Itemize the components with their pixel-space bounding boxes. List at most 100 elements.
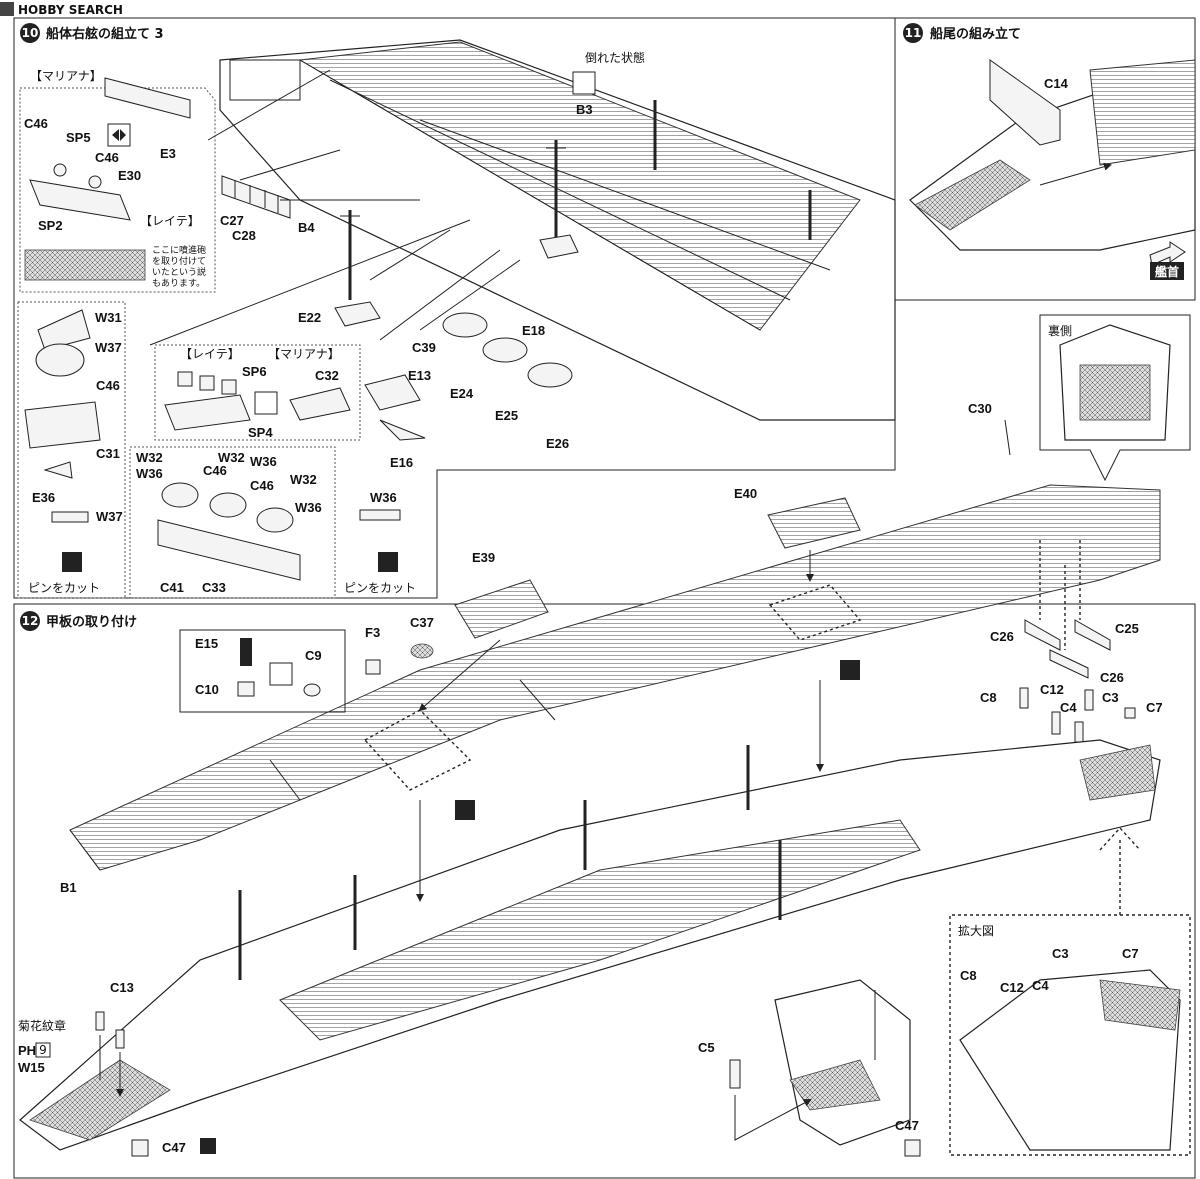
svg-text:9: 9 (39, 1043, 47, 1057)
svg-text:C3: C3 (1102, 690, 1119, 705)
svg-text:SP4: SP4 (248, 425, 273, 440)
step-12-panel: 12 甲板の取り付け 裏側 C30 B1 E39 E40 E15 C9 C10 … (13, 314, 1196, 1179)
svg-text:C12: C12 (1000, 980, 1024, 995)
part-sp2 (29, 179, 131, 221)
svg-text:W32: W32 (136, 450, 163, 465)
svg-text:C47: C47 (162, 1140, 186, 1155)
elevator-e40 (767, 497, 861, 549)
svg-text:C4: C4 (1032, 978, 1049, 993)
svg-text:C47: C47 (895, 1118, 919, 1133)
flip-icon (200, 1138, 216, 1154)
svg-text:E36: E36 (32, 490, 55, 505)
watermark: HOBBY SEARCH (0, 2, 123, 17)
part-c32 (289, 387, 351, 421)
part-c14 (989, 59, 1061, 146)
svg-text:菊花紋章: 菊花紋章 (18, 1018, 66, 1033)
svg-text:船尾の組み立て: 船尾の組み立て (930, 26, 1021, 42)
svg-text:C8: C8 (960, 968, 977, 983)
svg-text:11: 11 (905, 26, 922, 40)
flip-icon (269, 662, 293, 686)
svg-text:PH: PH (18, 1043, 36, 1058)
part-c31 (24, 401, 101, 449)
cut-icon (378, 552, 398, 572)
svg-text:C39: C39 (412, 340, 436, 355)
svg-text:E18: E18 (522, 323, 545, 338)
step-10-title: 船体右舷の組立て 3 (46, 26, 164, 42)
svg-text:W36: W36 (136, 466, 163, 481)
leyte-label: 【レイテ】 (140, 214, 200, 228)
svg-text:C3: C3 (1052, 946, 1069, 961)
part-e16 (379, 419, 426, 441)
svg-text:C27: C27 (220, 213, 244, 228)
svg-text:C9: C9 (305, 648, 322, 663)
svg-text:W37: W37 (95, 340, 122, 355)
svg-text:C7: C7 (1122, 946, 1139, 961)
elevator-opening-aft (363, 709, 472, 791)
svg-text:C14: C14 (1044, 76, 1069, 91)
mast-b4 (334, 210, 381, 327)
part-c27 (221, 175, 291, 219)
part-w31 (37, 309, 91, 351)
svg-text:C28: C28 (232, 228, 256, 243)
svg-text:C10: C10 (195, 682, 219, 697)
svg-text:C12: C12 (1040, 682, 1064, 697)
svg-text:艦首: 艦首 (1155, 264, 1179, 279)
svg-text:E26: E26 (546, 436, 569, 451)
svg-text:【レイテ】: 【レイテ】 (180, 347, 240, 361)
svg-text:W15: W15 (18, 1060, 45, 1075)
svg-text:C46: C46 (96, 378, 120, 393)
svg-text:SP2: SP2 (38, 218, 63, 233)
svg-text:10: 10 (22, 26, 39, 40)
elevator-e39 (454, 579, 549, 639)
svg-text:C30: C30 (968, 401, 992, 416)
svg-text:C46: C46 (24, 116, 48, 131)
svg-text:C46: C46 (250, 478, 274, 493)
svg-text:SP5: SP5 (66, 130, 91, 145)
svg-text:裏側: 裏側 (1048, 323, 1072, 338)
marianas-label: 【マリアナ】 (30, 69, 102, 83)
svg-text:W32: W32 (290, 472, 317, 487)
svg-text:甲板の取り付け: 甲板の取り付け (46, 614, 137, 630)
cut-icon (455, 800, 475, 820)
svg-text:E39: E39 (472, 550, 495, 565)
svg-text:拡大図: 拡大図 (958, 924, 994, 938)
svg-text:F3: F3 (365, 625, 380, 640)
svg-text:C4: C4 (1060, 700, 1077, 715)
aa-gun-group (442, 312, 573, 388)
svg-text:E13: E13 (408, 368, 431, 383)
svg-text:W37: W37 (96, 509, 123, 524)
svg-text:C37: C37 (410, 615, 434, 630)
svg-text:W31: W31 (95, 310, 122, 325)
svg-text:E30: E30 (118, 168, 141, 183)
svg-text:C31: C31 (96, 446, 120, 461)
svg-text:W36: W36 (370, 490, 397, 505)
svg-text:W32: W32 (218, 450, 245, 465)
svg-text:W36: W36 (295, 500, 322, 515)
svg-text:ここに噴進砲: ここに噴進砲 (152, 244, 206, 256)
cut-icon (62, 552, 82, 572)
rocket-platform (24, 249, 146, 281)
step-10-panel: 10 船体右舷の組立て 3 【マリアナ】 【レイテ】 E3 C46 SP5 C4… (13, 17, 896, 599)
svg-text:ピンをカット: ピンをカット (28, 581, 100, 595)
svg-text:B3: B3 (576, 102, 593, 117)
svg-text:HOBBY SEARCH: HOBBY SEARCH (18, 3, 123, 17)
step-11-panel: 11 船尾の組み立て C14 艦首 (894, 17, 1196, 301)
svg-text:B4: B4 (298, 220, 315, 235)
elevator-opening-fwd (768, 584, 862, 641)
svg-text:W36: W36 (250, 454, 277, 469)
underside-inset (1039, 314, 1191, 482)
svg-text:【マリアナ】: 【マリアナ】 (268, 347, 340, 361)
svg-text:C25: C25 (1115, 621, 1139, 636)
svg-text:C46: C46 (203, 463, 227, 478)
flip-icon (572, 71, 596, 95)
fallen-state-label: 倒れた状態 (585, 50, 645, 65)
svg-text:C8: C8 (980, 690, 997, 705)
cut-icon (840, 660, 860, 680)
svg-text:C7: C7 (1146, 700, 1163, 715)
svg-text:E15: E15 (195, 636, 218, 651)
svg-text:C33: C33 (202, 580, 226, 595)
svg-text:SP6: SP6 (242, 364, 267, 379)
svg-text:C5: C5 (698, 1040, 715, 1055)
svg-text:E3: E3 (160, 146, 176, 161)
